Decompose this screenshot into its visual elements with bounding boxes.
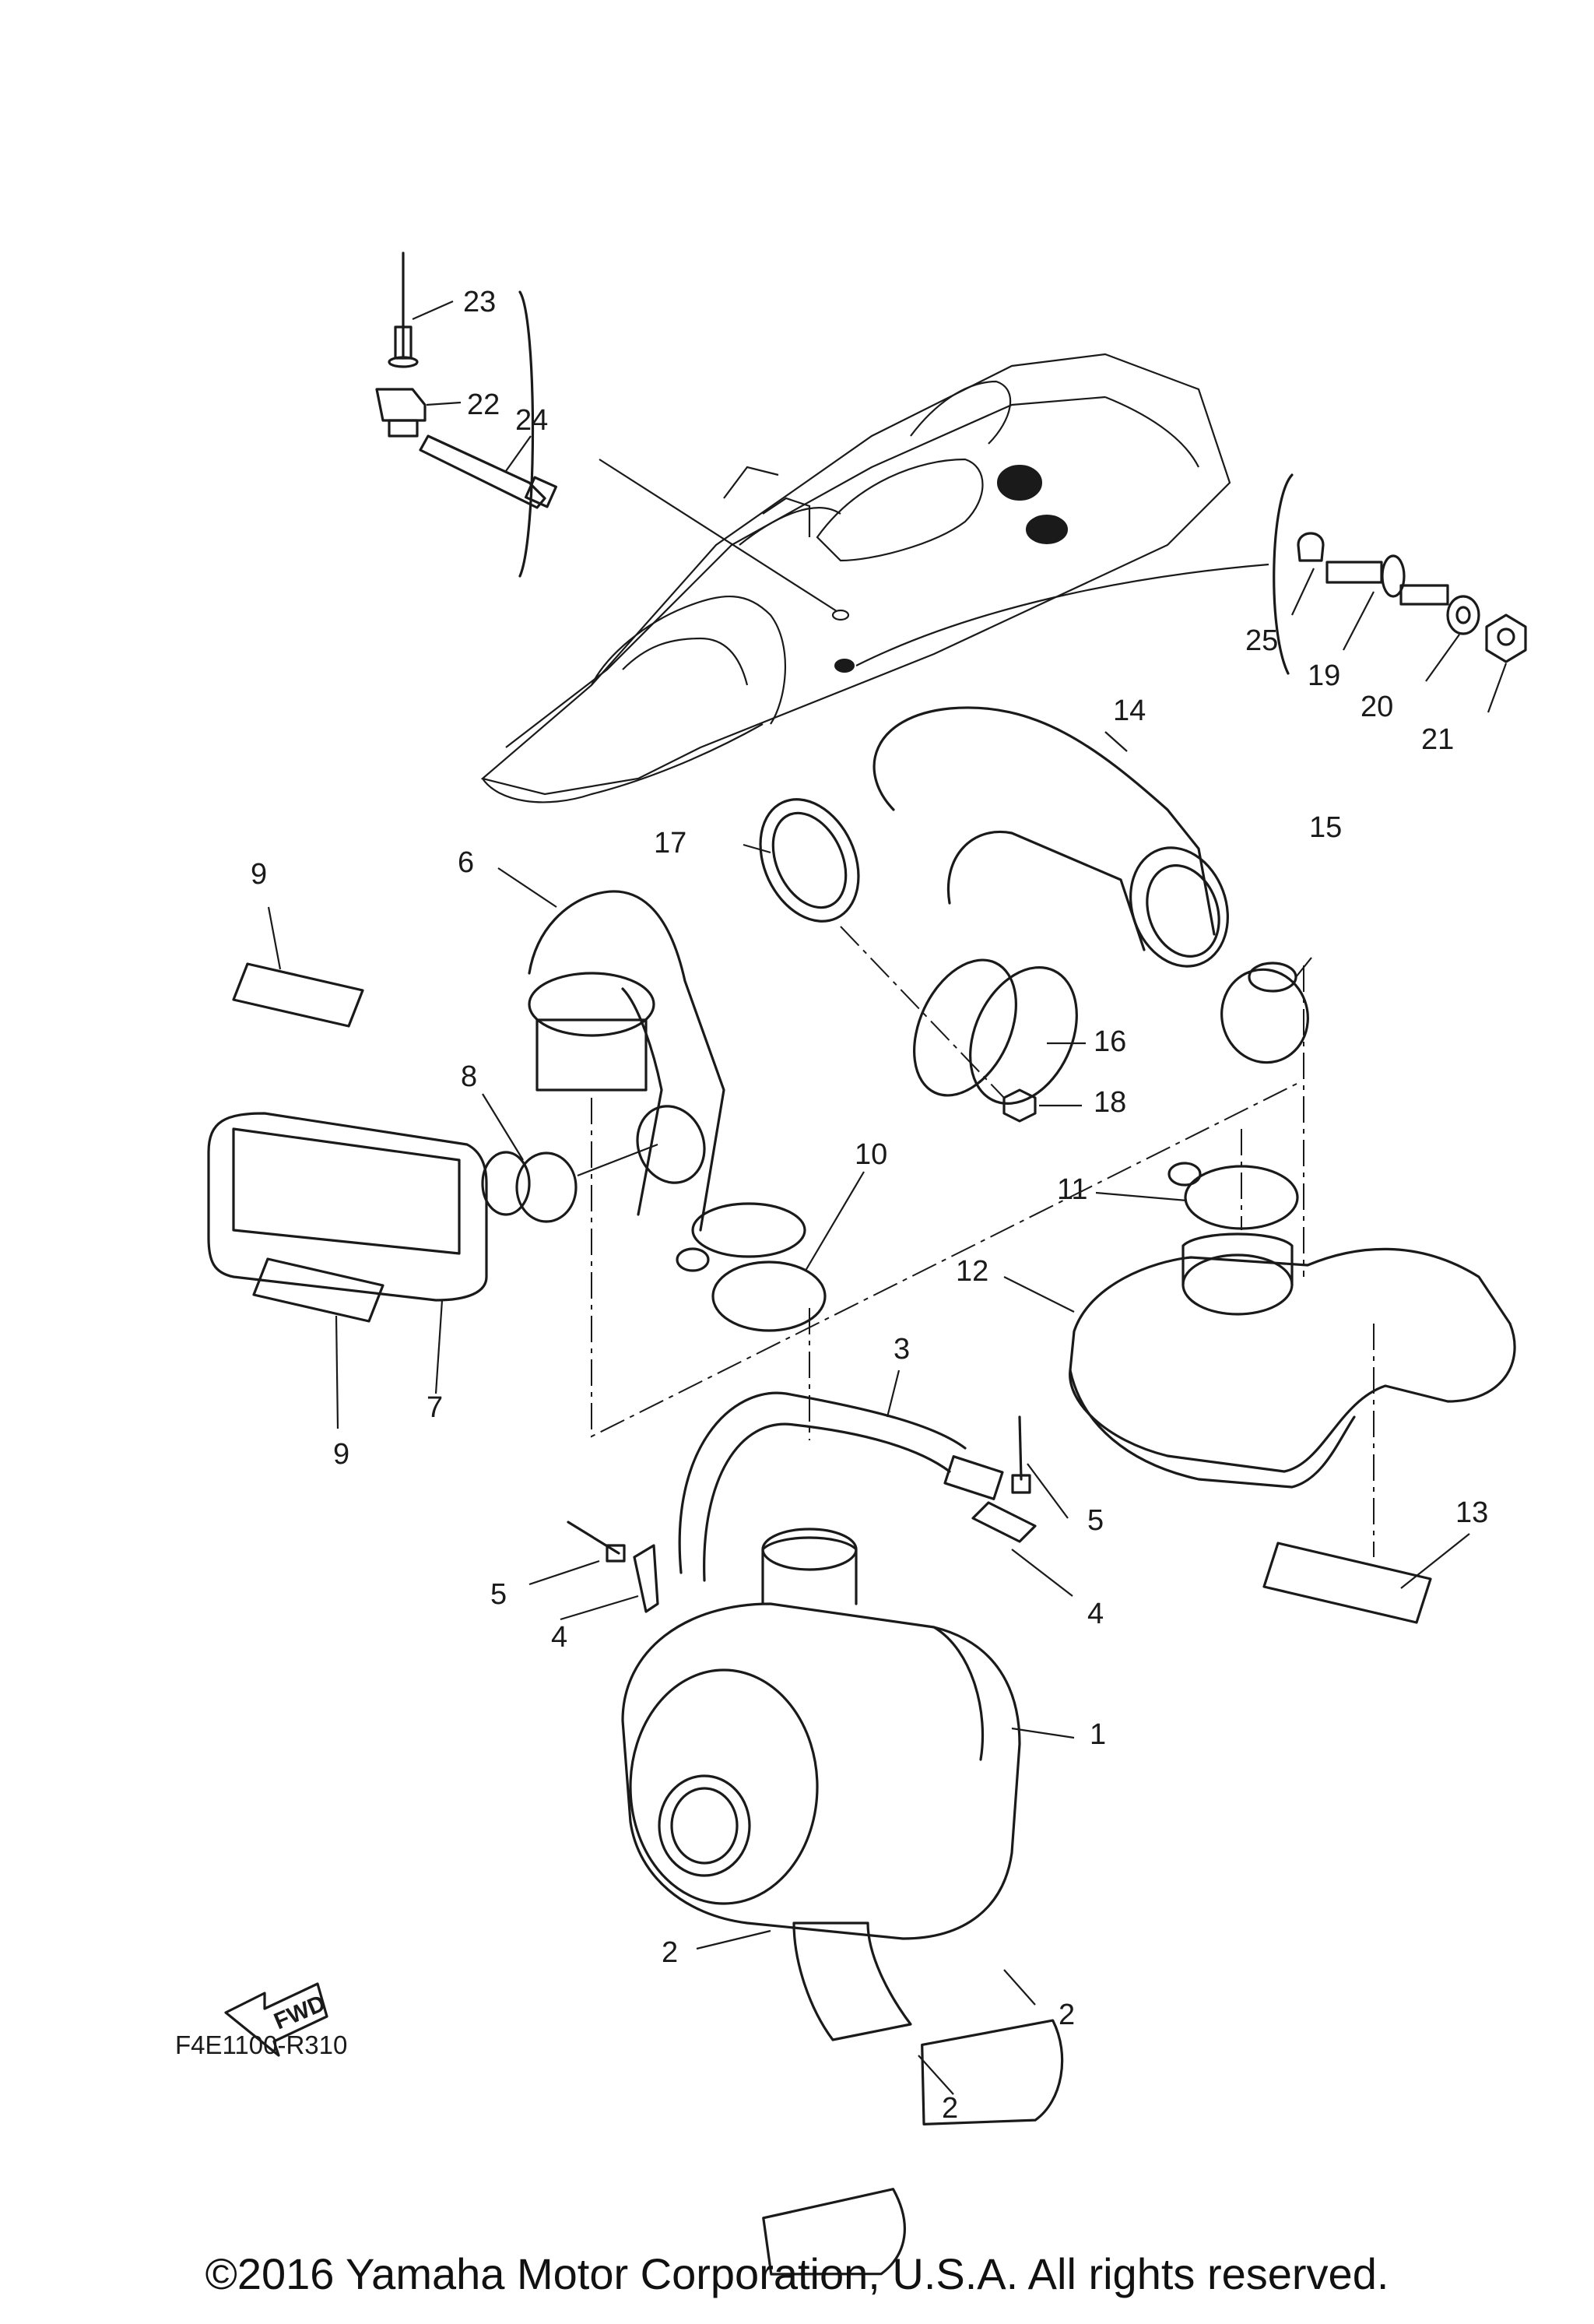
callout-13: 13 xyxy=(1455,1496,1488,1529)
callout-9: 9 xyxy=(251,858,267,891)
part-4-5-brackets xyxy=(528,1415,1073,1621)
watercraft-outline xyxy=(480,353,1269,803)
inset-fasteners-right xyxy=(1273,473,1527,713)
part-3-strap xyxy=(678,1369,1004,1582)
callout-15: 15 xyxy=(1309,811,1342,844)
part-20-washer xyxy=(1446,595,1480,635)
callout-10: 10 xyxy=(855,1138,887,1171)
callout-21: 21 xyxy=(1421,723,1454,756)
part-8-clamp xyxy=(482,1093,658,1223)
part-9-pads xyxy=(232,906,384,1429)
part-22-clip xyxy=(375,388,427,438)
callout-8: 8 xyxy=(461,1060,477,1093)
callout-labels: 1 2 2 2 3 4 4 5 5 6 7 8 9 9 10 11 12 13 … xyxy=(251,286,1488,2125)
part-25-clip xyxy=(1297,532,1325,562)
callout-18: 18 xyxy=(1094,1086,1126,1119)
part-1-filter-housing xyxy=(621,1528,1075,1940)
callout-3: 3 xyxy=(894,1333,910,1366)
callout-25: 25 xyxy=(1245,624,1278,657)
diagram-code: F4E1100-R310 xyxy=(175,2030,347,2059)
callout-12: 12 xyxy=(956,1255,988,1288)
part-7-airbox xyxy=(207,1112,531,1394)
part-13-pad xyxy=(1262,1533,1470,1624)
callout-4: 4 xyxy=(551,1621,567,1654)
callout-11: 11 xyxy=(1057,1173,1087,1206)
callout-23: 23 xyxy=(463,286,496,318)
part-6-duct xyxy=(497,867,806,1258)
callout-4: 4 xyxy=(1087,1598,1104,1630)
callout-20: 20 xyxy=(1361,691,1393,723)
part-2-pads xyxy=(696,1921,1064,2276)
callout-2: 2 xyxy=(942,2092,958,2125)
part-14-duct xyxy=(872,706,1229,968)
part-19-bolt xyxy=(1325,554,1449,606)
callout-6: 6 xyxy=(458,846,474,879)
callout-2: 2 xyxy=(1059,1999,1075,2031)
part-11-clamp xyxy=(1095,1162,1299,1230)
callout-19: 19 xyxy=(1308,659,1340,692)
copyright-notice: ©2016 Yamaha Motor Corporation, U.S.A. A… xyxy=(205,2249,1389,2298)
part-10-clamp xyxy=(676,1171,865,1332)
callout-5: 5 xyxy=(1087,1504,1104,1537)
part-23-rivet xyxy=(388,251,419,368)
part-16-gasket xyxy=(913,958,1086,1106)
connection-lines xyxy=(591,965,1375,1557)
callout-22: 22 xyxy=(467,389,500,421)
callout-2: 2 xyxy=(662,1936,678,1969)
part-21-nut xyxy=(1485,614,1527,663)
callout-16: 16 xyxy=(1094,1025,1126,1058)
part-17-flange xyxy=(743,798,860,923)
part-24-cable-tie xyxy=(419,434,557,509)
callout-17: 17 xyxy=(654,827,686,860)
callout-1: 1 xyxy=(1090,1718,1106,1751)
callout-14: 14 xyxy=(1113,694,1146,727)
callout-24: 24 xyxy=(515,404,548,437)
part-12-resonator xyxy=(1003,1232,1516,1489)
callout-9: 9 xyxy=(333,1438,349,1471)
callout-7: 7 xyxy=(427,1391,443,1424)
inset-fasteners-left xyxy=(375,251,557,578)
part-15-clamp xyxy=(1220,957,1312,1064)
part-18-nut xyxy=(840,926,1082,1123)
callout-5: 5 xyxy=(490,1578,507,1611)
